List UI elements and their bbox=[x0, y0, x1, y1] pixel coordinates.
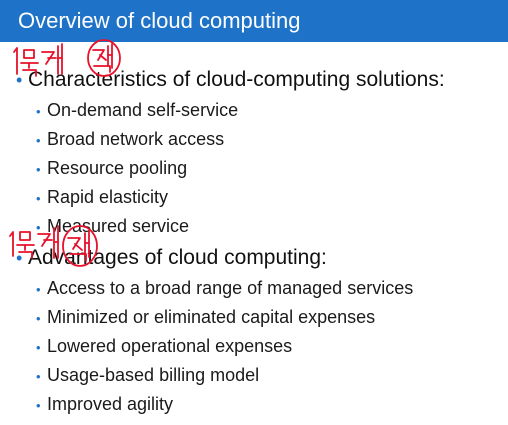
bullet-icon: • bbox=[36, 104, 41, 119]
list-item: • Access to a broad range of managed serv… bbox=[36, 274, 413, 303]
characteristics-list: • On-demand self-service • Broad network a… bbox=[36, 96, 238, 241]
list-item: • Minimized or eliminated capital expense… bbox=[36, 303, 413, 332]
bullet-icon: • bbox=[36, 282, 41, 297]
heading-text: Characteristics of cloud-computing solut… bbox=[28, 68, 445, 91]
list-item-text: Minimized or eliminated capital expenses bbox=[47, 307, 376, 327]
list-item-text: Usage-based billing model bbox=[47, 365, 260, 385]
bullet-icon: • bbox=[36, 340, 41, 355]
advantages-list: • Access to a broad range of managed serv… bbox=[36, 274, 413, 419]
list-item-text: Resource pooling bbox=[47, 158, 188, 178]
list-item-text: Improved agility bbox=[47, 394, 174, 414]
list-item-text: Access to a broad range of managed servi… bbox=[47, 278, 414, 298]
slide-title: Overview of cloud computing bbox=[18, 8, 301, 33]
slide-title-bar: Overview of cloud computing bbox=[0, 0, 508, 42]
bullet-icon: • bbox=[36, 220, 41, 235]
list-item: • Usage-based billing model bbox=[36, 361, 413, 390]
bullet-icon: • bbox=[36, 369, 41, 384]
list-item-text: Measured service bbox=[47, 216, 190, 236]
bullet-icon: • bbox=[16, 248, 23, 268]
list-item-text: Lowered operational expenses bbox=[47, 336, 293, 356]
section-heading: •Advantages of cloud computing: bbox=[16, 246, 327, 270]
bullet-icon: • bbox=[36, 311, 41, 326]
list-item-text: Broad network access bbox=[47, 129, 225, 149]
list-item: • On-demand self-service bbox=[36, 96, 238, 125]
list-item: • Rapid elasticity bbox=[36, 183, 238, 212]
list-item: • Broad network access bbox=[36, 125, 238, 154]
bullet-icon: • bbox=[36, 398, 41, 413]
list-item-text: On-demand self-service bbox=[47, 100, 239, 120]
section-heading: •Characteristics of cloud-computing solu… bbox=[16, 68, 445, 92]
list-item: • Lowered operational expenses bbox=[36, 332, 413, 361]
list-item: • Measured service bbox=[36, 212, 238, 241]
bullet-icon: • bbox=[36, 162, 41, 177]
list-item: • Resource pooling bbox=[36, 154, 238, 183]
list-item: • Improved agility bbox=[36, 390, 413, 419]
bullet-icon: • bbox=[36, 191, 41, 206]
heading-text: Advantages of cloud computing: bbox=[28, 246, 327, 269]
list-item-text: Rapid elasticity bbox=[47, 187, 169, 207]
bullet-icon: • bbox=[16, 70, 23, 90]
bullet-icon: • bbox=[36, 133, 41, 148]
